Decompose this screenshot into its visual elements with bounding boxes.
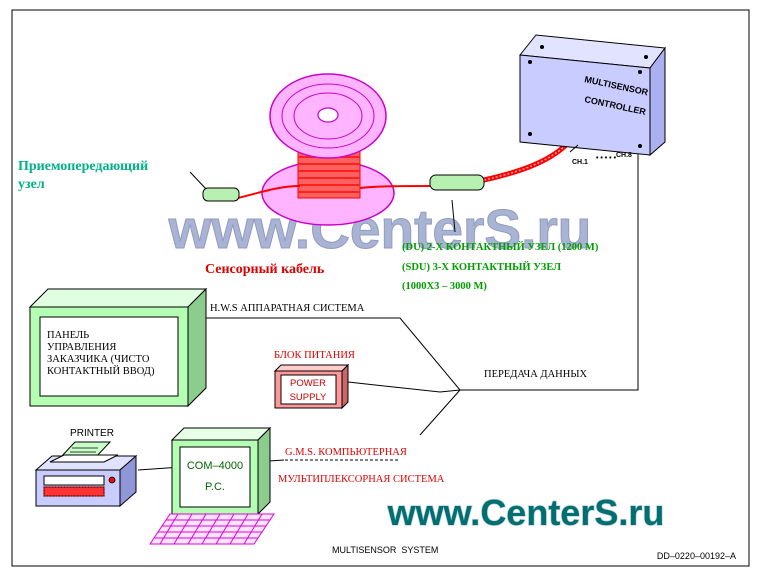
pc-label-1: COM–4000 — [187, 460, 243, 472]
panel-label-4: КОНТАКТНЫЙ ВВОД) — [47, 365, 155, 377]
node-connector — [429, 174, 485, 233]
transceiver-connector — [189, 171, 240, 202]
panel-label-2: УПРАВЛЕНИЯ — [47, 342, 116, 353]
sdu-node-label: (SDU) 3-Х КОНТАКТНЫЙ УЗЕЛ — [402, 261, 561, 273]
channel-dots: • • • • • — [596, 155, 617, 162]
printer — [34, 441, 138, 508]
controller-data-line — [460, 142, 639, 391]
gms-label-2: МУЛЬТИПЛЕКСОРНАЯ СИСТЕМА — [278, 474, 445, 485]
multisensor-controller: MULTISENSOR CONTROLLER CH.1 • • • • • CH… — [519, 34, 666, 166]
customer-panel: ПАНЕЛЬ УПРАВЛЕНИЯ ЗАКАЗЧИКА (ЧИСТО КОНТА… — [28, 287, 208, 408]
drawing-frame — [11, 9, 750, 567]
hws-system-label: H.W.S АППАРАТНАЯ СИСТЕМА — [210, 303, 365, 314]
power-label-1: POWER — [290, 378, 326, 389]
panel-label-3: ЗАКАЗЧИКА (ЧИСТО — [47, 354, 150, 365]
gms-data-line — [419, 389, 461, 436]
power-block-label: БЛОК ПИТАНИЯ — [274, 350, 355, 361]
watermark-text: www.CenterS.ru — [168, 198, 592, 260]
sdu-range-label: (1000X3 – 3000 М) — [402, 281, 487, 292]
printer-label: PRINTER — [70, 428, 114, 439]
system-title: MULTISENSOR SYSTEM — [332, 545, 438, 555]
watermark-top: www.CenterS.ru — [167, 198, 592, 261]
sensor-cable-label: Сенсорный кабель — [205, 262, 325, 277]
pc-keyboard — [149, 513, 275, 545]
gms-label-1: G.M.S. КОМПЬЮТЕРНАЯ — [285, 447, 407, 458]
pc-label-2: P.C. — [205, 481, 225, 493]
power-data-line — [347, 381, 461, 393]
pc-computer: COM–4000 P.C. — [170, 426, 272, 516]
watermark-text: www.CenterS.ru — [387, 492, 665, 533]
power-label-2: SUPPLY — [290, 392, 327, 403]
watermark-bottom: www.CenterS.ru — [386, 491, 665, 534]
panel-label-1: ПАНЕЛЬ — [47, 330, 89, 341]
power-supply: POWER SUPPLY — [273, 363, 350, 410]
transceiver-label-1: Приемопередающий — [18, 159, 148, 174]
data-transfer-label: ПЕРЕДАЧА ДАННЫХ — [484, 369, 587, 380]
channel-start-label: CH.1 — [572, 159, 588, 166]
transceiver-label-2: узел — [18, 177, 45, 192]
drawing-number: DD–0220–00192–A — [657, 551, 736, 561]
du-node-label: (DU) 2-Х КОНТАКТНЫЙ УЗЕЛ (1200 М) — [402, 241, 599, 253]
channel-end-label: CH.8 — [616, 152, 632, 159]
panel-data-line — [205, 317, 461, 391]
cable-spool — [237, 73, 568, 226]
